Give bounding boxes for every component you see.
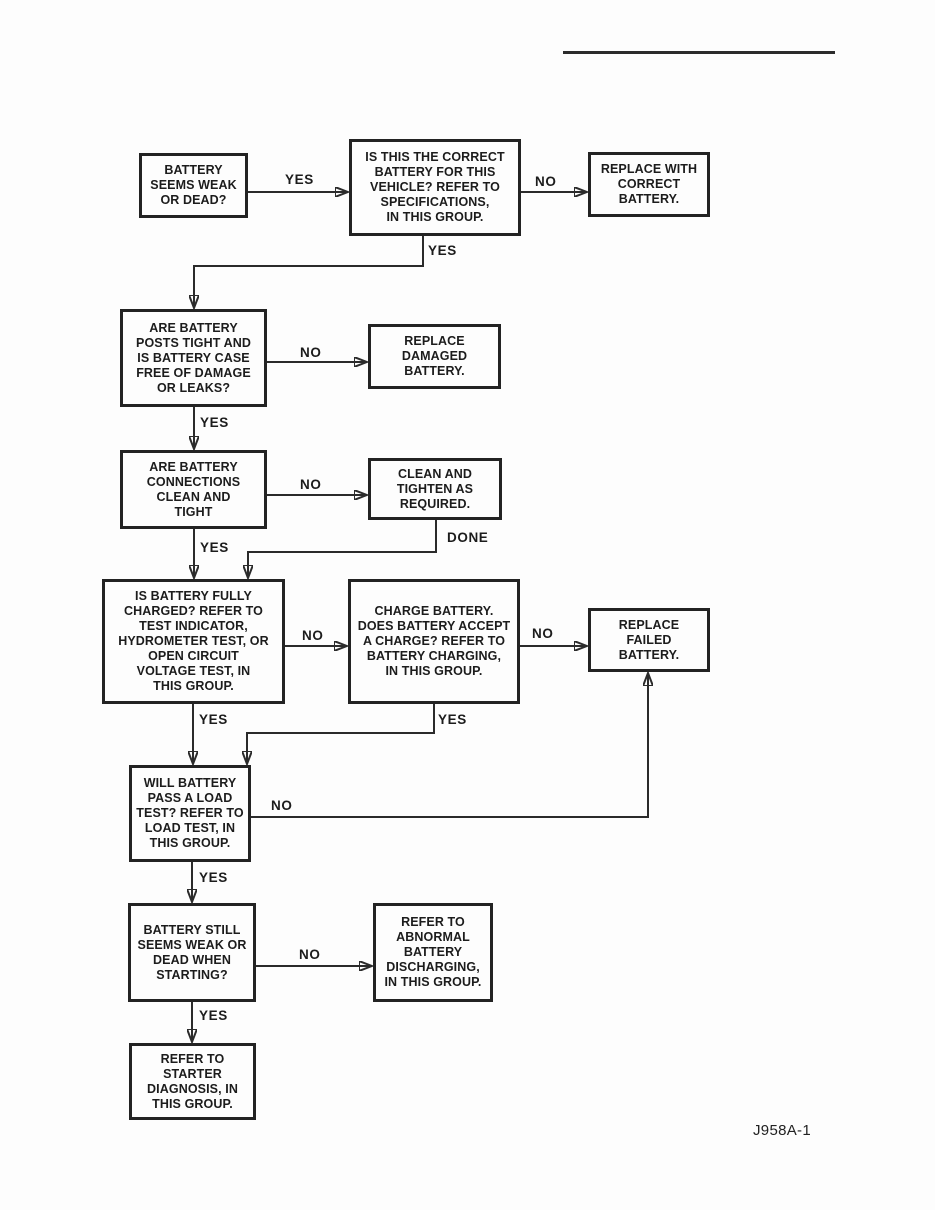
node-replace-damaged: REPLACE DAMAGED BATTERY. [368,324,501,389]
edge-label-yes-below-charge: YES [438,712,467,727]
edge-label-no-charge-to-failed: NO [532,626,554,641]
node-connections-clean-text: ARE BATTERY CONNECTIONS CLEAN AND TIGHT [146,459,241,519]
node-correct-battery-text: IS THIS THE CORRECT BATTERY FOR THIS VEH… [365,150,505,224]
node-starter-diagnosis: REFER TO STARTER DIAGNOSIS, IN THIS GROU… [129,1043,256,1120]
edge-correct-yes-to-posts [194,236,424,307]
edge-label-yes-below-load: YES [199,870,228,885]
node-charge-battery: CHARGE BATTERY. DOES BATTERY ACCEPT A CH… [348,579,520,704]
node-fully-charged: IS BATTERY FULLY CHARGED? REFER TO TEST … [102,579,285,704]
edge-label-yes-below-charged: YES [199,712,228,727]
edge-charge-yes-to-load-test [247,704,435,763]
node-still-weak-text: BATTERY STILL SEEMS WEAK OR DEAD WHEN ST… [137,922,247,982]
header-rule [563,51,835,54]
edge-label-yes-weak-to-correct: YES [285,172,314,187]
node-correct-battery: IS THIS THE CORRECT BATTERY FOR THIS VEH… [349,139,521,236]
node-fully-charged-text: IS BATTERY FULLY CHARGED? REFER TO TEST … [118,589,269,693]
node-replace-correct-text: REPLACE WITH CORRECT BATTERY. [600,162,698,206]
node-battery-weak: BATTERY SEEMS WEAK OR DEAD? [139,153,248,218]
node-posts-tight-text: ARE BATTERY POSTS TIGHT AND IS BATTERY C… [136,320,251,395]
edge-label-yes-below-posts: YES [200,415,229,430]
edge-label-yes-below-still-weak: YES [199,1008,228,1023]
node-load-test-text: WILL BATTERY PASS A LOAD TEST? REFER TO … [136,776,244,850]
node-charge-battery-text: CHARGE BATTERY. DOES BATTERY ACCEPT A CH… [357,604,511,678]
edge-label-no-correct-to-replace: NO [535,174,557,189]
figure-code: J958A-1 [753,1122,811,1139]
node-replace-damaged-text: REPLACE DAMAGED BATTERY. [401,334,468,378]
edge-label-done-below-clean: DONE [447,530,489,545]
edge-load-no-to-replace-failed [251,674,648,818]
node-battery-weak-text: BATTERY SEEMS WEAK OR DEAD? [150,163,237,207]
node-connections-clean: ARE BATTERY CONNECTIONS CLEAN AND TIGHT [120,450,267,529]
node-replace-correct: REPLACE WITH CORRECT BATTERY. [588,152,710,217]
edge-label-no-load-to-failed: NO [271,798,293,813]
edge-label-no-still-weak-to-abnormal: NO [299,947,321,962]
edge-clean-done-to-charged [248,520,437,577]
node-posts-tight: ARE BATTERY POSTS TIGHT AND IS BATTERY C… [120,309,267,407]
edge-label-yes-below-correct: YES [428,243,457,258]
node-load-test: WILL BATTERY PASS A LOAD TEST? REFER TO … [129,765,251,862]
node-still-weak: BATTERY STILL SEEMS WEAK OR DEAD WHEN ST… [128,903,256,1002]
node-clean-tighten-text: CLEAN AND TIGHTEN AS REQUIRED. [396,466,474,511]
node-replace-failed: REPLACE FAILED BATTERY. [588,608,710,672]
edge-label-yes-below-connections: YES [200,540,229,555]
node-abnormal-discharging-text: REFER TO ABNORMAL BATTERY DISCHARGING, I… [384,915,482,989]
node-clean-tighten: CLEAN AND TIGHTEN AS REQUIRED. [368,458,502,520]
edge-label-no-posts-to-damaged: NO [300,345,322,360]
edge-label-no-charged-to-charge: NO [302,628,324,643]
node-starter-diagnosis-text: REFER TO STARTER DIAGNOSIS, IN THIS GROU… [147,1051,238,1111]
node-replace-failed-text: REPLACE FAILED BATTERY. [618,617,680,662]
node-abnormal-discharging: REFER TO ABNORMAL BATTERY DISCHARGING, I… [373,903,493,1002]
edge-label-no-connections-to-clean: NO [300,477,322,492]
